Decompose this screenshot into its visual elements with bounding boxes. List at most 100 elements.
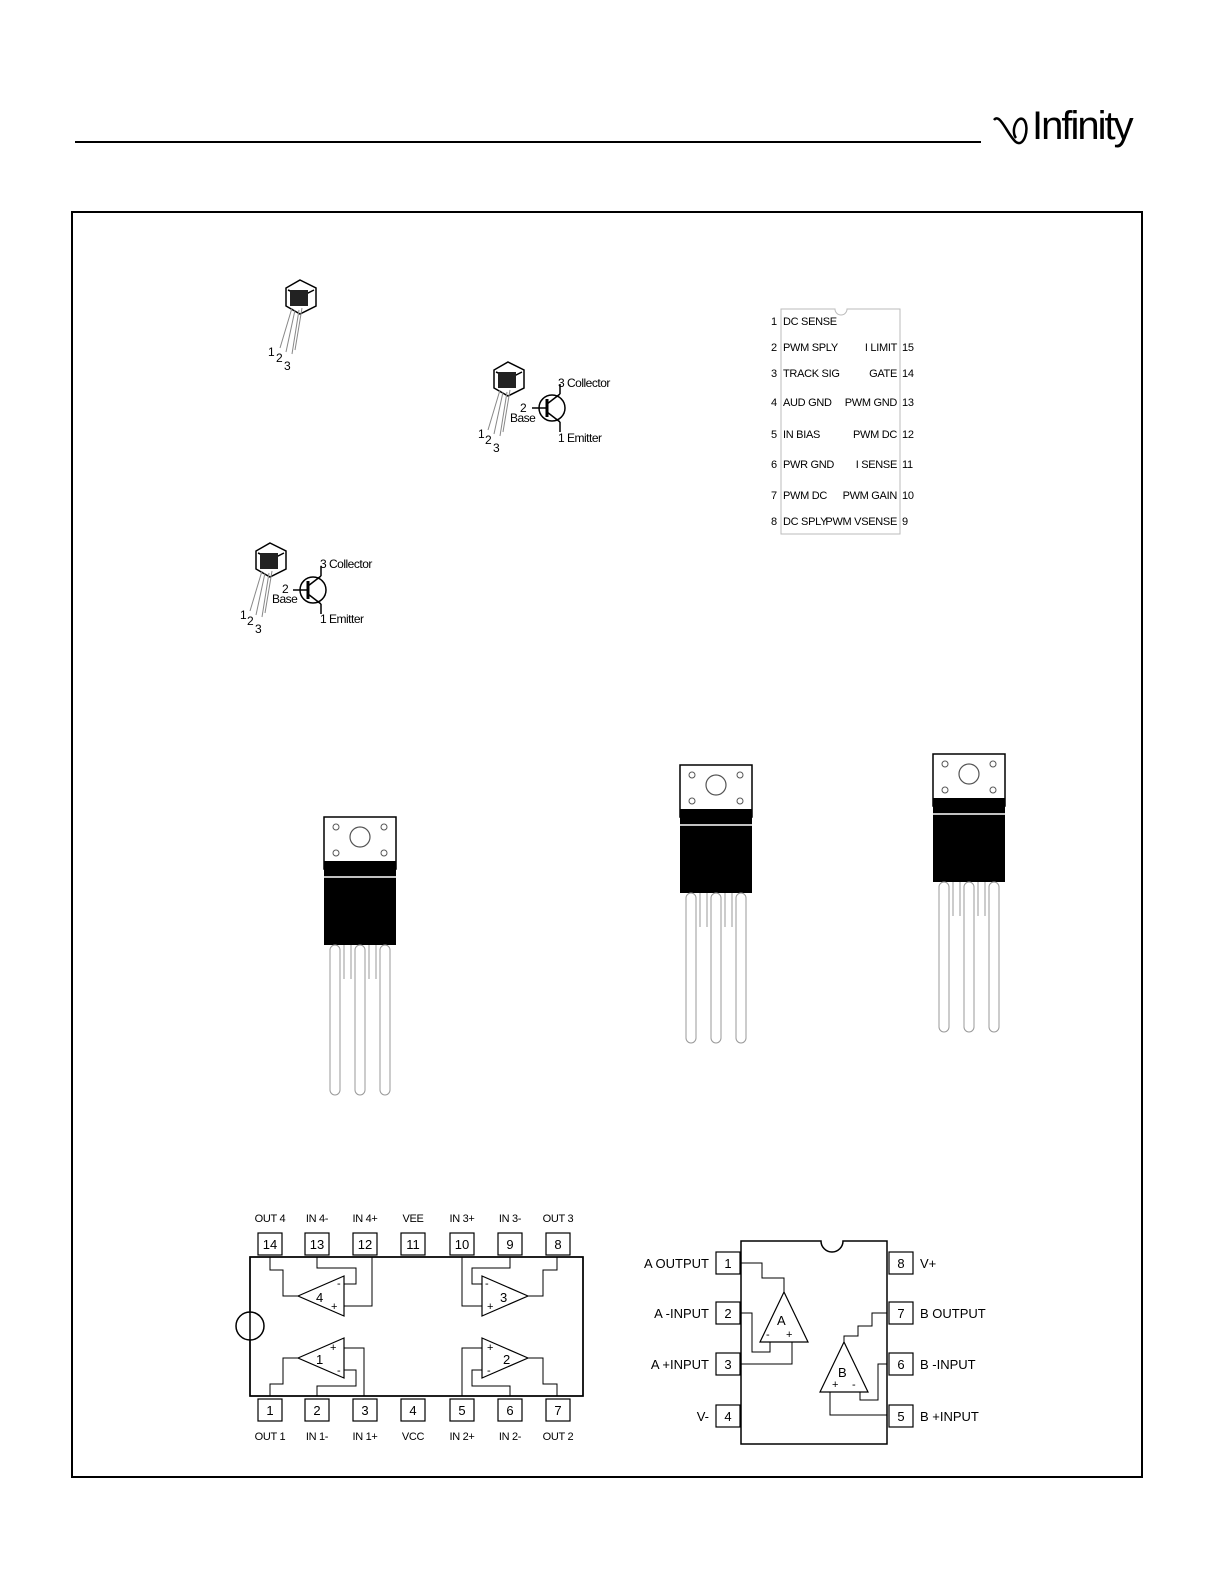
pin-name: B +INPUT [920,1409,979,1424]
pin-number: 7 [897,1306,904,1321]
ctrl-pin-num: 9 [902,516,908,528]
pin-number: 1 [724,1256,731,1271]
npn-symbol-2 [530,382,567,434]
pin-number: 13 [310,1237,324,1252]
pin-box [497,1398,523,1422]
ctrl-pin-num: 10 [902,490,914,502]
svg-text:+: + [330,1342,336,1354]
pin-box [715,1352,741,1376]
controller-ic [780,308,901,535]
pin-number: 3 [361,1403,368,1418]
pin-number: 4 [409,1403,416,1418]
pin-name: V+ [920,1256,936,1271]
svg-text:-: - [337,1278,341,1290]
svg-text:+: + [487,1342,493,1354]
svg-text:-: - [485,1278,489,1290]
pin-box [304,1232,330,1256]
pin-box [400,1398,426,1422]
t2-pin3: 3 [493,441,500,455]
pin-number: 8 [897,1256,904,1271]
pin-name: IN 2+ [449,1431,474,1443]
pin-name: VCC [402,1431,425,1443]
ctrl-pin-num: 13 [902,397,914,409]
ctrl-pin-name: PWM VSENSE [825,516,897,528]
pin-box [888,1251,914,1275]
amp-3-number: 3 [500,1290,507,1305]
pin-number: 2 [724,1306,731,1321]
svg-text:+: + [487,1301,493,1313]
ctrl-pin-name: PWM DC [783,490,827,502]
pin-box [352,1232,378,1256]
pin-number: 10 [455,1237,469,1252]
ctrl-pin-name: DC SENSE [783,316,837,328]
ctrl-pin-num: 5 [771,429,777,441]
amp-1-number: 1 [316,1352,323,1367]
t2-emitter-label: 1 Emitter [558,431,602,445]
diagram-frame [71,211,1143,1478]
pin-box [545,1232,571,1256]
pin-box [888,1404,914,1428]
pin-box [257,1232,283,1256]
pin-name: OUT 1 [255,1431,286,1443]
amp-4-number: 4 [316,1290,323,1305]
amp-a-label: A [777,1313,786,1328]
pin-box [304,1398,330,1422]
ctrl-pin-name: PWM DC [853,429,897,441]
svg-text:-: - [487,1365,491,1377]
pin-name: IN 1+ [352,1431,377,1443]
pin-name: IN 4+ [352,1213,377,1225]
pin-number: 9 [506,1237,513,1252]
pin-name: A -INPUT [654,1306,709,1321]
npn-symbol-3 [291,564,328,616]
pin-box [888,1352,914,1376]
pin-name: B OUTPUT [920,1306,986,1321]
ctrl-pin-num: 6 [771,459,777,471]
pin-box [715,1404,741,1428]
t2-base-num: 2 [520,401,527,415]
svg-text:+: + [786,1329,792,1341]
t1-pin2: 2 [276,351,283,365]
pin-box [497,1232,523,1256]
ctrl-pin-name: AUD GND [783,397,832,409]
pin-box [545,1398,571,1422]
pin-box [257,1398,283,1422]
amp-b-label: B [838,1365,847,1380]
t3-base-num: 2 [282,582,289,596]
pin-number: 3 [724,1357,731,1372]
pin-name: V- [697,1409,709,1424]
infinity-logo-mark [993,117,1028,145]
to220-package-3 [932,753,1006,1033]
pin-number: 8 [554,1237,561,1252]
pin-box [449,1232,475,1256]
ctrl-pin-num: 8 [771,516,777,528]
t3-pin3: 3 [255,622,262,636]
amp-2-number: 2 [503,1352,510,1367]
svg-text:-: - [766,1329,770,1341]
ctrl-pin-name: PWR GND [783,459,834,471]
t3-collector-label: 3 Collector [320,557,372,571]
pin-name: B -INPUT [920,1357,976,1372]
pin-number: 6 [897,1357,904,1372]
ctrl-pin-num: 15 [902,342,914,354]
pin-box [888,1301,914,1325]
svg-text:+: + [331,1301,337,1313]
t3-emitter-label: 1 Emitter [320,612,364,626]
transistor-package-1 [279,279,317,355]
ctrl-pin-num: 14 [902,368,914,380]
ctrl-pin-num: 11 [902,459,913,471]
t1-pin3: 3 [284,359,291,373]
header-rule [75,141,981,143]
pin-box [449,1398,475,1422]
ctrl-pin-name: IN BIAS [783,429,820,441]
pin-name: A +INPUT [651,1357,709,1372]
to220-package-2 [679,764,753,1044]
pin-name: IN 1- [306,1431,329,1443]
pin-box [715,1301,741,1325]
pin-name: OUT 2 [543,1431,574,1443]
svg-text:-: - [852,1379,856,1391]
